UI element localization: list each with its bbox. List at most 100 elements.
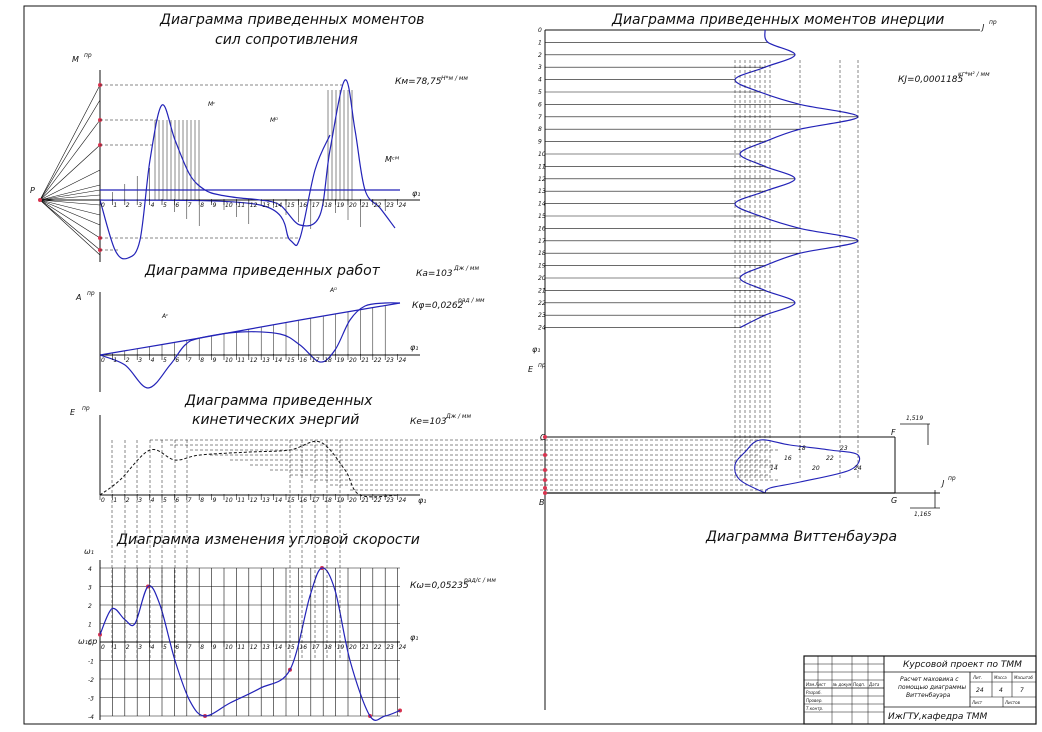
w-point xyxy=(543,486,547,490)
omega-tick-label: -1 xyxy=(88,659,94,666)
m-phi-tick-label: 16 xyxy=(299,202,307,209)
a-phi-tick-label: 3 xyxy=(138,357,142,364)
w-point-label: 20 xyxy=(812,465,820,472)
m-phi-tick-label: 15 xyxy=(287,202,295,209)
j-tick-label: 21 xyxy=(538,287,546,294)
j-tick-label: 15 xyxy=(538,213,546,220)
m-phi-tick-label: 20 xyxy=(349,202,357,209)
e-phi-tick-label: 13 xyxy=(262,497,270,504)
j-tick-label: 18 xyxy=(538,250,546,257)
tb-num: 7 xyxy=(1020,687,1024,694)
title-moments-2: сил сопротивления xyxy=(215,32,358,48)
polar-ray xyxy=(39,199,101,216)
e-curve xyxy=(99,440,401,498)
e-phi-tick-label: 19 xyxy=(337,497,345,504)
j-tick-label: 20 xyxy=(538,275,546,282)
j-axis-label: J xyxy=(980,23,985,32)
j-tick-label: 5 xyxy=(538,89,542,96)
point-b: B xyxy=(539,498,545,507)
m-axis-label: M xyxy=(72,55,79,64)
j-tick-label: 24 xyxy=(538,325,546,332)
w-j-label: J xyxy=(940,479,945,488)
w-point xyxy=(543,491,547,495)
w-j-sup: пр xyxy=(948,475,956,482)
omega-phi-tick-label: 19 xyxy=(337,644,345,651)
a-phi-tick-label: 5 xyxy=(163,357,167,364)
omega-phi-tick-label: 15 xyxy=(287,644,295,651)
tb-tkontr: Т.контр. xyxy=(806,706,823,711)
e-phi-tick-label: 15 xyxy=(287,497,295,504)
j-tick-label: 23 xyxy=(538,312,546,319)
a-phi-tick-label: 21 xyxy=(361,357,369,364)
e-phi-tick-label: 6 xyxy=(175,497,179,504)
ke-unit: Дж / мм xyxy=(445,413,471,420)
a-phi-label: φ₁ xyxy=(410,343,418,352)
omega-phi-tick-label: 9 xyxy=(213,644,217,651)
omega-phi-tick-label: 17 xyxy=(312,644,320,651)
omega-phi-tick-label: 16 xyxy=(299,644,307,651)
e-phi-tick-label: 7 xyxy=(188,497,192,504)
e-phi-tick-label: 9 xyxy=(213,497,217,504)
e-phi-tick-label: 0 xyxy=(101,497,105,504)
j-tick-label: 10 xyxy=(538,151,546,158)
a-phi-tick-label: 14 xyxy=(275,357,283,364)
m-phi-tick-label: 8 xyxy=(200,202,204,209)
w-point-label: 24 xyxy=(854,465,862,472)
a-phi-tick-label: 18 xyxy=(324,357,332,364)
omega-phi-tick-label: 20 xyxy=(349,644,357,651)
e-right-sup: пр xyxy=(538,362,546,369)
e-phi-tick-label: 1 xyxy=(113,497,117,504)
ka-coef: Кa=103 xyxy=(416,269,453,279)
title-work: Диаграмма приведенных работ xyxy=(144,263,381,279)
polar-ray xyxy=(39,199,101,251)
a-phi-tick-label: 6 xyxy=(175,357,179,364)
a-hatch xyxy=(112,305,386,355)
w-point-label: 18 xyxy=(798,445,806,452)
a-phi-tick-label: 4 xyxy=(151,357,155,364)
omega-phi-tick-label: 8 xyxy=(200,644,204,651)
e-phi-tick-label: 4 xyxy=(151,497,155,504)
top-dim-value: 1,519 xyxy=(906,415,923,422)
mc-label: Mᶜ xyxy=(208,101,215,108)
kw-coef: Кω=0,05235 xyxy=(410,581,469,591)
omega-tick-label: 1 xyxy=(88,622,92,629)
omega-phi-tick-label: 2 xyxy=(126,644,130,651)
tb-razrab: Разраб. xyxy=(806,690,822,695)
omega-phi-label: φ₁ xyxy=(410,633,418,642)
ad-label: Aᴰ xyxy=(329,287,337,294)
m-phi-tick-label: 12 xyxy=(250,202,258,209)
m-phi-tick-label: 24 xyxy=(399,202,407,209)
j-tick-label: 6 xyxy=(538,101,542,108)
e-phi-tick-label: 3 xyxy=(138,497,142,504)
a-phi-tick-label: 19 xyxy=(337,357,345,364)
polar-ray xyxy=(39,189,101,201)
m-phi-tick-label: 23 xyxy=(386,202,394,209)
wittenbauer-chart: E пр J пр C B F G 1,519 1,165 1416182022… xyxy=(150,362,956,710)
j-tick-label: 11 xyxy=(538,163,546,170)
a-axis-label: A xyxy=(75,293,81,302)
omega-tick-label: -3 xyxy=(88,696,94,703)
omega-tick-label: 3 xyxy=(88,585,92,592)
e-phi-tick-label: 5 xyxy=(163,497,167,504)
polar-ray xyxy=(39,199,101,256)
j-lines xyxy=(545,29,858,328)
tb-org: ИжГТУ,кафедра ТММ xyxy=(888,712,987,722)
w-point xyxy=(543,468,547,472)
j-tick-label: 3 xyxy=(538,64,542,71)
tb-sheet-title-2: помощью диаграммы xyxy=(898,684,966,691)
polar-ray xyxy=(39,144,101,201)
omega-phi-tick-label: 23 xyxy=(386,644,394,651)
title-inertia: Диаграмма приведенных моментов инерции xyxy=(611,12,944,28)
pole-label: P xyxy=(30,186,35,195)
tb-izm: Изм.Лист xyxy=(806,682,826,687)
a-phi-tick-label: 17 xyxy=(312,357,320,364)
title-moments-1: Диаграмма приведенных моментов xyxy=(159,12,424,28)
omega-phi-tick-label: 12 xyxy=(250,644,258,651)
tb-data: Дата xyxy=(868,682,880,687)
title-kinetic-1: Диаграмма приведенных xyxy=(184,393,373,409)
kj-coef: КJ=0,0001185 xyxy=(898,75,964,85)
